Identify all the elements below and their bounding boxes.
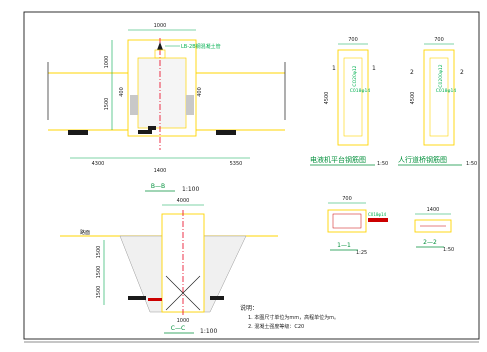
block-c [216, 130, 236, 135]
detail-a-inner-top: CO20φ12 [352, 65, 358, 86]
s11-width: 700 [342, 196, 352, 202]
section-view: 路面 4000 1500 1500 1500 1000 C—C 1:100 [60, 198, 278, 335]
sheet-border [23, 11, 480, 340]
detail-b-width: 700 [434, 37, 444, 43]
section-dim-left-1: 1500 [96, 246, 102, 259]
detail-a: 700 4500 CO20φ12 C018φ14 1 1 电液机平台钢筋图 1:… [310, 37, 388, 167]
dim-bottom-left: 4300 [92, 161, 105, 167]
section-block-a [128, 296, 146, 300]
detail-b-inner-top: C0200φ12 [438, 64, 444, 87]
pier-marker [157, 42, 163, 50]
notes: 说明： 1. 本图尺寸单位为mm，高程单位为m。 2. 混凝土强度等级：C20 [240, 304, 339, 330]
dim-bottom-right: 5350 [230, 161, 243, 167]
detail-b-marker-right: 2 [460, 69, 464, 76]
section-1-1: 700 C018φ14 1—1 1:25 [327, 196, 388, 256]
section-steel-a [148, 298, 162, 301]
detail-b-marker-left: 2 [410, 69, 414, 76]
detail-a-caption: 电液机平台钢筋图 [310, 155, 366, 164]
detail-a-outline [337, 49, 369, 146]
dim-bottom-small: 1400 [154, 168, 167, 174]
detail-b-scale: 1:50 [466, 161, 477, 167]
s22-scale: 1:50 [443, 247, 454, 253]
dim-mid-b: 400 [197, 87, 203, 97]
detail-a-scale: 1:50 [377, 161, 388, 167]
s11-rebar [332, 213, 362, 229]
hatch-right [186, 95, 194, 115]
detail-b-outline [423, 49, 455, 146]
section-title: C—C [171, 325, 185, 332]
detail-a-marker-left: 1 [332, 65, 336, 72]
notes-item-1: 1. 本图尺寸单位为mm，高程单位为m。 [248, 314, 339, 321]
block-b [138, 130, 152, 134]
cross-2 [165, 275, 201, 311]
plan-scale: 1:100 [182, 186, 199, 193]
s22-outline [414, 219, 452, 233]
dim-left-b: 1500 [104, 98, 110, 111]
gate-chamber [137, 57, 187, 129]
detail-b-caption: 人行道桥钢筋图 [398, 155, 447, 164]
section-dim-left-2: 1500 [96, 266, 102, 279]
plan-title: B—B [151, 183, 165, 190]
detail-a-inner-mid: C018φ14 [350, 88, 371, 94]
detail-a-marker-right: 1 [372, 65, 376, 72]
notes-heading: 说明： [240, 304, 258, 312]
detail-a-height: 4500 [324, 92, 330, 105]
plan-callout: LB-2B钢混凝土管 [181, 43, 221, 50]
detail-b-height: 4500 [410, 92, 416, 105]
detail-b-inner [429, 57, 449, 137]
section-dim-bottom: 1000 [177, 318, 190, 324]
canal-outline [127, 39, 197, 137]
plan-view: 1000 1000 1500 400 400 4300 5350 1400 LB… [47, 23, 286, 193]
s22-title: 2—2 [423, 239, 437, 246]
detail-a-inner [343, 57, 363, 137]
s11-steel-tag [368, 218, 388, 222]
detail-b-inner-mid: C018φ14 [436, 88, 457, 94]
section-2-2: 1400 2—2 1:50 [414, 207, 454, 253]
detail-b: 700 4500 C0200φ12 C018φ14 2 2 人行道桥钢筋图 1:… [398, 37, 477, 167]
dim-mid-a: 400 [119, 87, 125, 97]
section-scale: 1:100 [200, 328, 217, 335]
section-dim-left-3: 1500 [96, 286, 102, 299]
notes-item-2: 2. 混凝土强度等级：C20 [248, 323, 304, 330]
s22-width: 1400 [427, 207, 440, 213]
s11-outline [327, 209, 367, 233]
block-a [68, 130, 88, 135]
detail-a-width: 700 [348, 37, 358, 43]
hatch-left [130, 95, 138, 115]
dim-top: 1000 [154, 23, 167, 29]
ground-label: 路面 [80, 229, 90, 236]
s11-scale: 1:25 [356, 250, 367, 256]
block-d [148, 126, 156, 130]
dim-left-a: 1000 [104, 56, 110, 69]
section-dim-top: 4000 [177, 198, 190, 204]
section-block-b [210, 296, 224, 300]
s11-label: C018φ14 [368, 212, 387, 217]
pier-body [154, 49, 166, 59]
s11-title: 1—1 [337, 242, 351, 249]
